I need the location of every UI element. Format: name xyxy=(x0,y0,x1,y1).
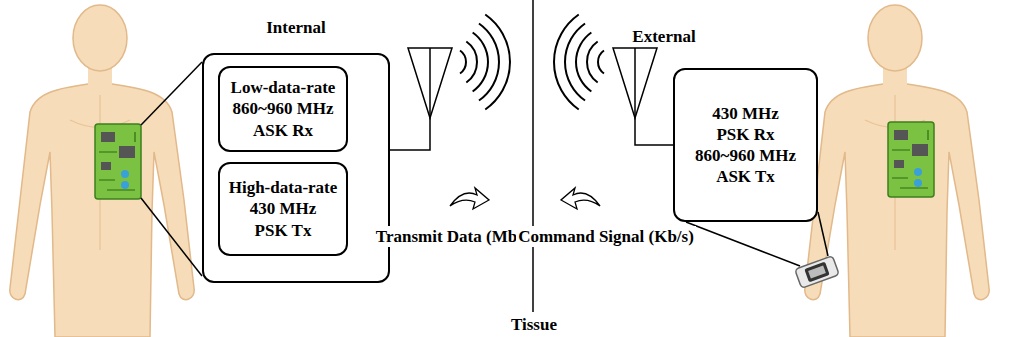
receiver-box: Low-data-rate 860~960 MHz ASK Rx xyxy=(218,66,348,152)
box-label: High-data-rate 430 MHz PSK Tx xyxy=(229,177,338,241)
radio-wave xyxy=(598,51,604,74)
radio-wave xyxy=(466,42,477,83)
internal-box: InternalLow-data-rate 860~960 MHz ASK Rx… xyxy=(202,53,390,283)
box-label: Low-data-rate 860~960 MHz ASK Rx xyxy=(231,77,336,141)
radio-wave xyxy=(587,42,598,83)
boundary-label: Tissue xyxy=(509,314,559,335)
radio-wave xyxy=(576,33,591,92)
radio-wave xyxy=(565,23,585,100)
link-label: Transmit Data (Mb/s) xyxy=(374,226,536,247)
external-box: 430 MHz PSK Rx 860~960 MHz ASK Tx xyxy=(673,68,818,222)
box-heading: Internal xyxy=(204,17,388,38)
transmitter-box: High-data-rate 430 MHz PSK Tx xyxy=(218,162,348,256)
radio-wave xyxy=(485,14,510,109)
radio-wave xyxy=(473,33,488,92)
radio-wave xyxy=(554,14,579,109)
radio-wave xyxy=(460,51,466,74)
radio-wave xyxy=(479,23,499,100)
box-label: 430 MHz PSK Rx 860~960 MHz ASK Tx xyxy=(695,103,796,188)
section-title: External xyxy=(630,26,697,47)
link-label: Command Signal (Kb/s) xyxy=(516,226,696,247)
